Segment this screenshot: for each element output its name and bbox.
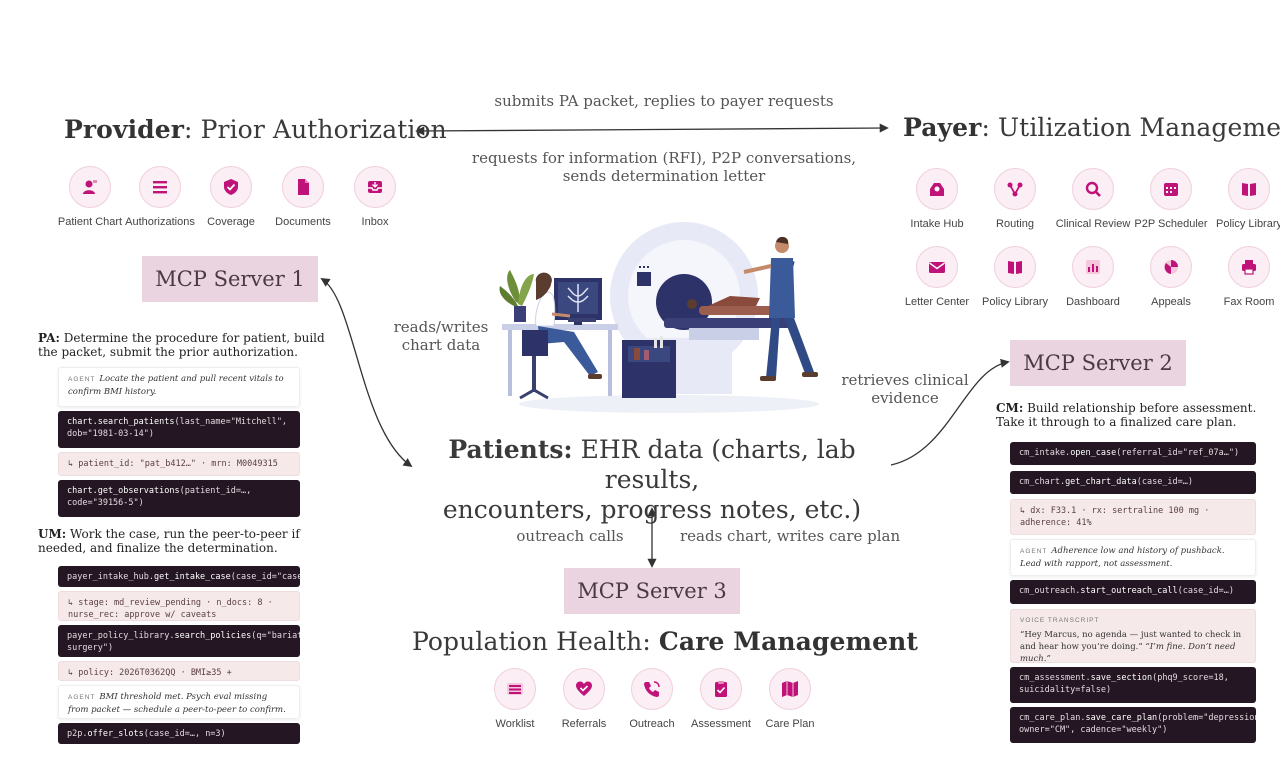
payer-icon-fax-room[interactable]: Fax Room <box>1210 246 1280 308</box>
mcp-server-1: MCP Server 1 <box>142 256 318 302</box>
provider-payer-arrow <box>415 123 889 136</box>
assessment-icon <box>700 668 742 710</box>
intake-hub-icon <box>916 168 958 210</box>
payer-icon-clinical-review[interactable]: Clinical Review <box>1054 168 1132 230</box>
policy-library-icon <box>994 246 1036 288</box>
payer-title: Payer: Utilization Management <box>903 113 1280 142</box>
appeals-icon <box>1150 246 1192 288</box>
cm-voice-transcript: VOICE TRANSCRIPT “Hey Marcus, no agenda … <box>1010 609 1256 663</box>
clinical-review-icon <box>1072 168 1114 210</box>
retrieves-evidence-label: retrieves clinical evidence <box>841 371 969 407</box>
provider-icon-inbox[interactable]: Inbox <box>336 166 414 228</box>
payer-icon-appeals[interactable]: Appeals <box>1132 246 1210 308</box>
um-task-description: UM: Work the case, run the peer-to-peer … <box>38 527 300 555</box>
provider-icon-documents[interactable]: Documents <box>264 166 342 228</box>
dashboard-icon <box>1072 246 1114 288</box>
payer-icon-dashboard[interactable]: Dashboard <box>1054 246 1132 308</box>
phone-icon <box>631 668 673 710</box>
referrals-heart-icon <box>563 668 605 710</box>
mcp1-patients-arrow <box>320 278 413 468</box>
cm-task-description: CM: Build relationship before assessment… <box>996 401 1257 429</box>
payer-icon-policy-library-2[interactable]: Policy Library <box>976 246 1054 308</box>
authorizations-icon <box>139 166 181 208</box>
cm-tool-call-start-outreach: cm_outreach.start_outreach_call(case_id=… <box>1010 580 1256 604</box>
payer-icon-routing[interactable]: Routing <box>976 168 1054 230</box>
care-icon-assessment[interactable]: Assessment <box>682 668 760 730</box>
coverage-shield-icon <box>210 166 252 208</box>
um-tool-result-intake: ↳ stage: md_review_pending · n_docs: 8 ·… <box>58 591 300 621</box>
inbox-icon <box>354 166 396 208</box>
provider-to-payer-label: submits PA packet, replies to payer requ… <box>494 92 834 110</box>
cm-tool-call-save-care-plan: cm_care_plan.save_care_plan(problem="dep… <box>1010 707 1256 743</box>
routing-icon <box>994 168 1036 210</box>
mcp-server-3: MCP Server 3 <box>564 568 740 614</box>
policy-library-icon <box>1228 168 1270 210</box>
care-icon-worklist[interactable]: Worklist <box>476 668 554 730</box>
reads-writes-label: reads/writes chart data <box>393 318 489 354</box>
payer-icon-intake-hub[interactable]: Intake Hub <box>898 168 976 230</box>
care-icon-referrals[interactable]: Referrals <box>545 668 623 730</box>
pa-tool-result-patient: ↳ patient_id: "pat_b412…" · mrn: M004931… <box>58 452 300 476</box>
um-tool-call-offer-slots: p2p.offer_slots(case_id=…, n=3) <box>58 723 300 744</box>
payer-icon-letter-center[interactable]: Letter Center <box>898 246 976 308</box>
care-icon-care-plan[interactable]: Care Plan <box>751 668 829 730</box>
provider-icon-authorizations[interactable]: Authorizations <box>121 166 199 228</box>
care-plan-icon <box>769 668 811 710</box>
pa-tool-call-get-observations: chart.get_observations(patient_id=…, cod… <box>58 480 300 517</box>
care-icon-outreach[interactable]: Outreach <box>613 668 691 730</box>
um-tool-call-search-policies: payer_policy_library.search_policies(q="… <box>58 625 300 657</box>
pa-tool-call-search-patients: chart.search_patients(last_name="Mitchel… <box>58 411 300 448</box>
payer-to-provider-label: requests for information (RFI), P2P conv… <box>471 149 857 185</box>
mri-scan-illustration <box>499 222 819 413</box>
patients-description: Patients: EHR data (charts, lab results,… <box>442 435 862 524</box>
cm-tool-call-get-chart-data: cm_chart.get_chart_data(case_id=…) <box>1010 471 1256 494</box>
cm-tool-call-save-section: cm_assessment.save_section(phq9_score=18… <box>1010 667 1256 703</box>
pa-task-description: PA: Determine the procedure for patient,… <box>38 331 325 359</box>
provider-icon-patient-chart[interactable]: Patient Chart <box>51 166 129 228</box>
documents-icon <box>282 166 324 208</box>
um-tool-result-policy: ↳ policy: 2026T0362QQ · BMI≥35 + comorbi… <box>58 661 300 681</box>
cm-tool-call-open-case: cm_intake.open_case(referral_id="ref_07a… <box>1010 442 1256 465</box>
patients-mcp2-arrow <box>890 358 1010 466</box>
worklist-icon <box>494 668 536 710</box>
payer-icon-p2p-scheduler[interactable]: P2P Scheduler <box>1132 168 1210 230</box>
care-management-title: Population Health: Care Management <box>412 627 919 656</box>
reads-chart-label: reads chart, writes care plan <box>680 527 901 545</box>
fax-icon <box>1228 246 1270 288</box>
mcp-server-2: MCP Server 2 <box>1010 340 1186 386</box>
patient-chart-icon <box>69 166 111 208</box>
um-tool-call-get-intake-case: payer_intake_hub.get_intake_case(case_id… <box>58 566 300 587</box>
cm-tool-result-chart: ↳ dx: F33.1 · rx: sertraline 100 mg · ad… <box>1010 499 1256 535</box>
provider-title: Provider: Prior Authorization <box>64 115 447 144</box>
provider-icon-coverage[interactable]: Coverage <box>192 166 270 228</box>
letter-icon <box>916 246 958 288</box>
outreach-calls-label: outreach calls <box>516 527 624 545</box>
payer-icon-policy-library-1[interactable]: Policy Library <box>1210 168 1280 230</box>
calendar-icon <box>1150 168 1192 210</box>
